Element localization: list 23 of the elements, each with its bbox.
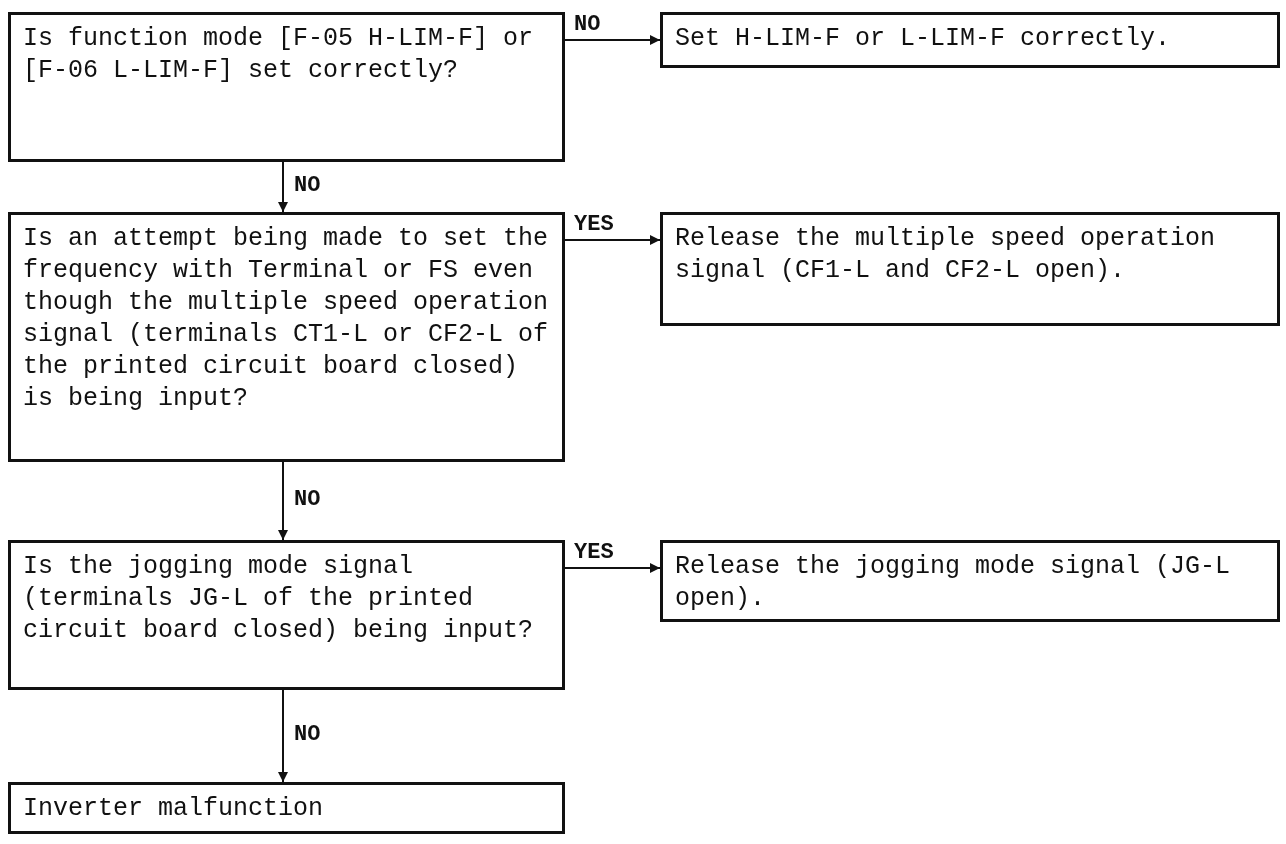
process-box (8, 212, 565, 462)
arrow (278, 161, 288, 213)
box-text: Release the jogging mode signal (JG-L open). (675, 551, 1232, 615)
process-box (660, 540, 1280, 622)
process-box (8, 12, 565, 162)
box-text: Inverter malfunction (23, 793, 325, 825)
box-text: Is function mode [F-05 H-LIM-F] or [F-06 L-LIM-F] set correctly? (23, 23, 535, 87)
process-box (8, 782, 565, 834)
box-text: Release the multiple speed operation signal (CF1-L and CF2-L open). (675, 223, 1217, 287)
arrow (564, 35, 661, 45)
process-box (660, 212, 1280, 326)
process-box (660, 12, 1280, 68)
edge-label: NO (573, 12, 602, 38)
edge-label: YES (573, 540, 615, 566)
arrow (564, 563, 661, 573)
arrow (278, 461, 288, 541)
box-text: Is the jogging mode signal (terminals JG-L of the printed circuit board closed) being input? (23, 551, 535, 647)
edge-label: YES (573, 212, 615, 238)
arrow (278, 689, 288, 783)
arrow (564, 235, 661, 245)
box-text: Is an attempt being made to set the frequency with Terminal or FS even though the multiple speed operation signal (terminals CT1-L or CF2-L of the printed circuit board closed) is being input? (23, 223, 550, 415)
process-box (8, 540, 565, 690)
box-text: Set H-LIM-F or L-LIM-F correctly. (675, 23, 1172, 55)
